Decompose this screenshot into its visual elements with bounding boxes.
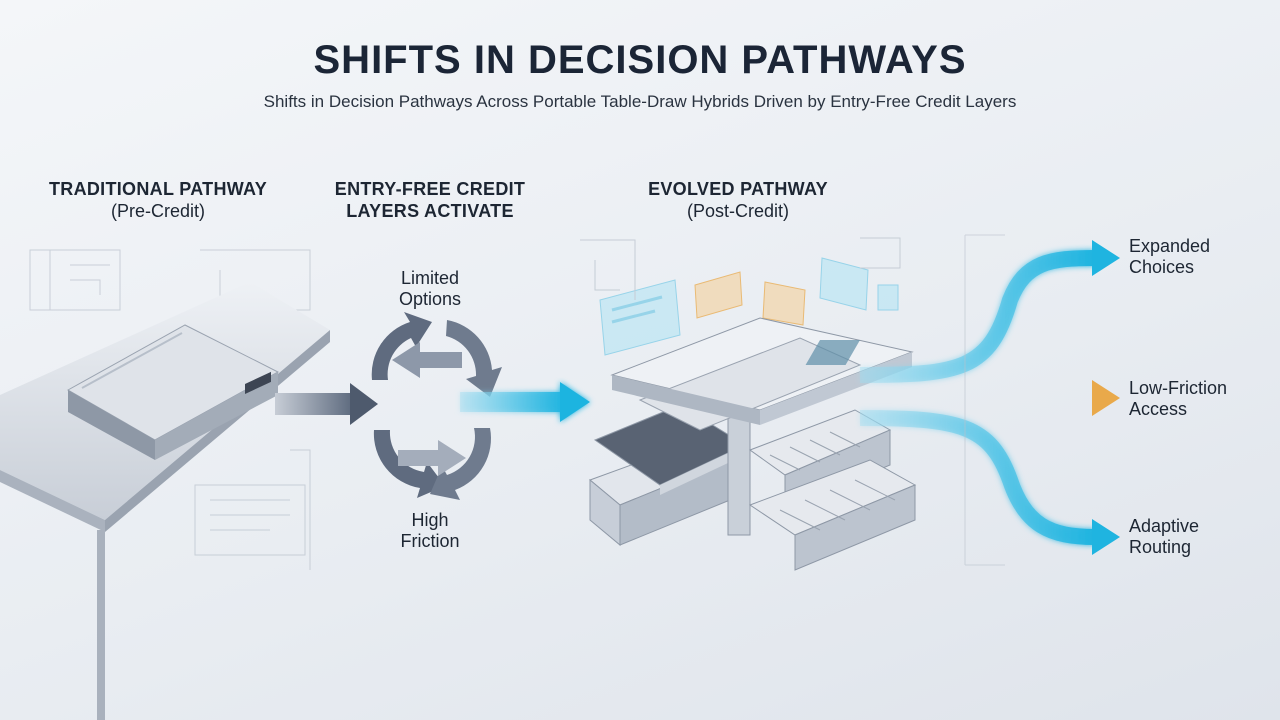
traditional-heading: TRADITIONAL PATHWAY (Pre-Credit) <box>38 178 278 222</box>
outgoing-pathways <box>859 250 1096 545</box>
outcome-2-line1: Low-Friction <box>1129 378 1228 398</box>
outcome-expanded-choices: Expanded Choices <box>1129 236 1259 278</box>
cycle-label-high-friction: High Friction <box>360 510 500 552</box>
cycle-label-limited-options: Limited Options <box>360 268 500 310</box>
outcome-3-line1: Adaptive <box>1129 516 1200 536</box>
outcome-3-line2: Routing <box>1129 537 1192 557</box>
evolved-title: EVOLVED PATHWAY <box>648 179 828 199</box>
hologram-panels <box>580 237 901 356</box>
table-drawer-hybrid <box>589 317 917 571</box>
friction-line2: Friction <box>400 531 460 551</box>
page-title: SHIFTS IN DECISION PATHWAYS <box>313 38 967 82</box>
limited-line2: Options <box>398 289 462 309</box>
path-expanded-choices <box>859 250 1096 383</box>
traditional-title: TRADITIONAL PATHWAY <box>48 179 268 199</box>
credit-layers-heading: ENTRY-FREE CREDIT LAYERS ACTIVATE <box>320 178 540 222</box>
arrow-traditional-to-cycle <box>275 383 378 425</box>
credit-layers-line1: ENTRY-FREE CREDIT <box>334 179 526 199</box>
outcome-2-line2: Access <box>1129 399 1188 419</box>
outcome-1-line2: Choices <box>1129 257 1195 277</box>
evolved-sub: (Post-Credit) <box>686 201 789 221</box>
evolved-heading: EVOLVED PATHWAY (Post-Credit) <box>618 178 858 222</box>
traditional-sub: (Pre-Credit) <box>110 201 205 221</box>
limited-line1: Limited <box>400 268 460 288</box>
grid-marks-right <box>964 234 1005 566</box>
portable-device <box>66 324 280 460</box>
page-subtitle: Shifts in Decision Pathways Across Porta… <box>263 92 1017 111</box>
outcome-adaptive-routing: Adaptive Routing <box>1129 516 1259 558</box>
friction-line1: High <box>411 510 449 530</box>
path-adaptive-routing <box>859 410 1096 545</box>
outcome-1-line1: Expanded <box>1129 236 1211 256</box>
arrow-cycle-to-evolved <box>460 382 590 422</box>
credit-layers-line2: LAYERS ACTIVATE <box>346 201 514 221</box>
outcome-low-friction-access: Low-Friction Access <box>1129 378 1259 420</box>
pathway-arrowheads <box>1092 240 1120 555</box>
friction-cycle-icon <box>371 312 502 500</box>
